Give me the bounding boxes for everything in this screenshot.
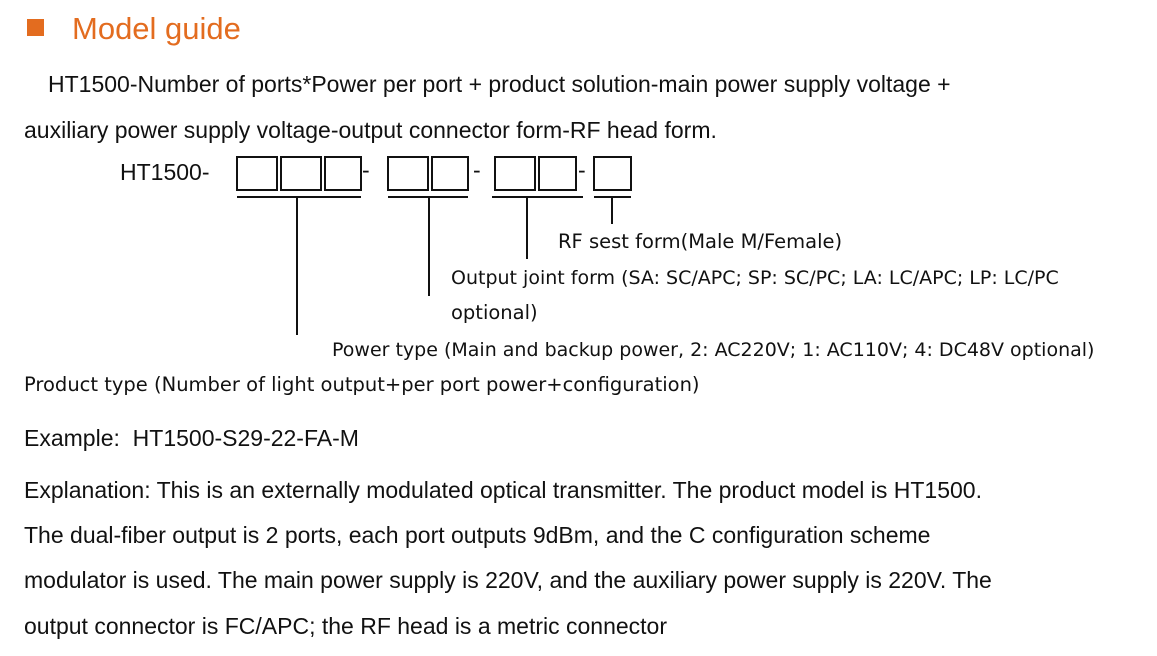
output-joint-label-line-2: optional) (451, 301, 538, 324)
output-joint-label-line-1: Output joint form (SA: SC/APC; SP: SC/PC… (451, 267, 1059, 289)
separator-3: - (578, 157, 586, 183)
product-type-label: Product type (Number of light output+per… (24, 373, 700, 396)
separator-2: - (473, 157, 481, 183)
explanation-line: output connector is FC/APC; the RF head … (24, 613, 668, 639)
heading-bullet-icon (27, 19, 44, 36)
code-box-4 (387, 156, 429, 191)
formula-line-2: auxiliary power supply voltage-output co… (24, 117, 717, 143)
section-heading: Model guide (72, 11, 241, 46)
code-box-2 (280, 156, 322, 191)
explanation-line: modulator is used. The main power supply… (24, 567, 992, 593)
code-box-5 (431, 156, 469, 191)
code-box-8 (593, 156, 632, 191)
separator-1: - (362, 157, 370, 183)
code-box-6 (494, 156, 536, 191)
model-prefix: HT1500- (120, 159, 210, 185)
code-box-7 (538, 156, 577, 191)
power-type-label: Power type (Main and backup power, 2: AC… (332, 339, 1095, 361)
rf-form-label: RF sest form(Male M/Female) (558, 230, 843, 253)
explanation-line: Explanation: This is an externally modul… (24, 477, 982, 503)
code-box-3 (324, 156, 362, 191)
explanation-line: The dual-fiber output is 2 ports, each p… (24, 522, 931, 548)
code-box-1 (236, 156, 278, 191)
example-line: Example: HT1500-S29-22-FA-M (24, 425, 359, 451)
formula-line-1: HT1500-Number of ports*Power per port + … (48, 71, 951, 97)
